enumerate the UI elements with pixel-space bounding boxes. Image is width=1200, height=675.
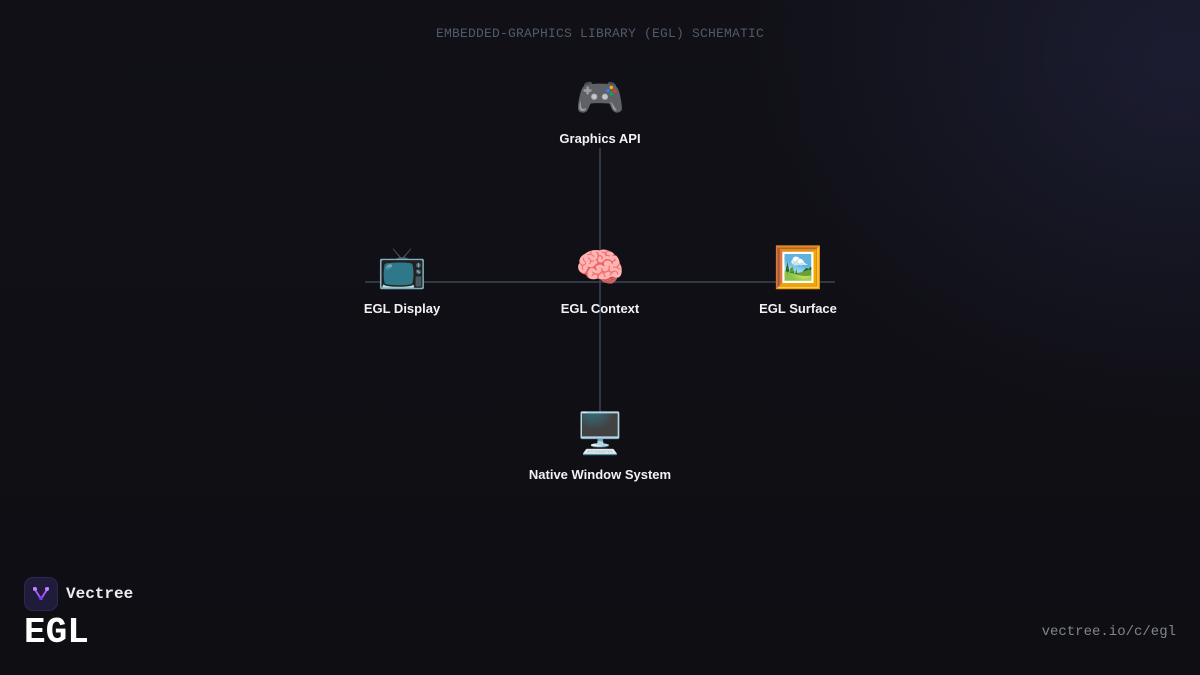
node-egl-context[interactable]: 🧠 EGL Context	[500, 243, 700, 316]
brand[interactable]: Vectree	[24, 577, 133, 611]
node-label-native-window-system: Native Window System	[528, 467, 672, 482]
node-label-egl-surface: EGL Surface	[759, 301, 837, 316]
framed-picture-icon: 🖼️	[773, 245, 823, 291]
diagram-subtitle: EMBEDDED-GRAPHICS LIBRARY (EGL) SCHEMATI…	[435, 26, 765, 41]
site-url[interactable]: vectree.io/c/egl	[1041, 624, 1176, 640]
node-label-egl-display: EGL Display	[363, 301, 441, 316]
desktop-computer-icon: 🖥️	[575, 411, 625, 457]
node-graphics-api[interactable]: 🎮 Graphics API	[500, 73, 700, 146]
page-title: EGL	[24, 612, 89, 653]
node-egl-surface[interactable]: 🖼️ EGL Surface	[698, 243, 898, 316]
node-native-window-system[interactable]: 🖥️ Native Window System	[500, 409, 700, 482]
brand-name: Vectree	[66, 585, 134, 603]
node-label-egl-context: EGL Context	[560, 301, 640, 316]
brain-icon: 🧠	[575, 245, 625, 291]
vectree-logo-icon	[24, 577, 58, 611]
node-label-graphics-api: Graphics API	[559, 131, 641, 146]
node-egl-display[interactable]: 📺 EGL Display	[302, 243, 502, 316]
game-controller-icon: 🎮	[575, 75, 625, 121]
television-icon: 📺	[377, 245, 427, 291]
